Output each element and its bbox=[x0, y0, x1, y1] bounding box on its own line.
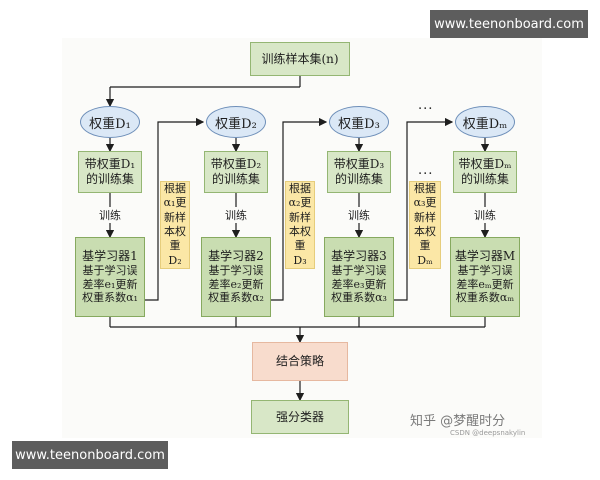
weighted-set-line: 带权重D₂ bbox=[210, 157, 262, 171]
learner-line: 权重系数αₘ bbox=[455, 291, 515, 305]
weight-d1-ellipse: 权重D₁ bbox=[80, 106, 140, 138]
weighted-set-line: 带权重D₃ bbox=[333, 157, 385, 171]
weight-dm-ellipse: 权重Dₘ bbox=[455, 106, 515, 138]
zhihu-credit: 知乎 @梦醒时分 bbox=[410, 414, 506, 429]
loop-3-to-m bbox=[394, 117, 454, 301]
base-learner-3: 基学习器3 基于学习误 差率e₃更新 权重系数α₃ bbox=[324, 237, 394, 317]
weighted-set-line: 的训练集 bbox=[211, 172, 260, 186]
train-label: 训练 bbox=[339, 207, 379, 223]
base-learner-2: 基学习器2 基于学习误 差率e₂更新 权重系数α₂ bbox=[201, 237, 271, 317]
learner-line: 基于学习误 bbox=[457, 263, 513, 277]
base-learner-m: 基学习器M 基于学习误 差率eₘ更新 权重系数αₘ bbox=[450, 237, 520, 317]
note-line: 新样 bbox=[289, 210, 311, 224]
note-line: 本权 bbox=[414, 225, 436, 238]
loop-1-to-2 bbox=[145, 117, 205, 301]
weighted-set-line: 的训练集 bbox=[334, 172, 383, 186]
weighted-set-line: 带权重Dₘ bbox=[458, 157, 512, 171]
weighted-set-1: 带权重D₁ 的训练集 bbox=[78, 151, 142, 193]
weighted-set-3: 带权重D₃ 的训练集 bbox=[327, 151, 391, 193]
weighted-set-line: 的训练集 bbox=[460, 172, 509, 186]
learner-line: 权重系数α₂ bbox=[208, 291, 264, 305]
train-label: 训练 bbox=[90, 207, 130, 223]
loop-2-to-3 bbox=[271, 117, 328, 301]
combine-strategy-box: 结合策略 bbox=[252, 342, 348, 381]
note-line: 新样 bbox=[414, 210, 436, 224]
update-note-1: 根据 α₁更 新样 本权 重D₂ bbox=[160, 181, 190, 269]
learner-line: 差率e₂更新 bbox=[208, 277, 264, 291]
training-set-box: 训练样本集(n) bbox=[250, 42, 350, 76]
update-note-2: 根据 α₂更 新样 本权 重D₃ bbox=[285, 181, 315, 269]
learner-line: 基于学习误 bbox=[82, 263, 138, 277]
note-line: 重D₂ bbox=[168, 239, 182, 267]
update-note-3: 根据 α₃更 新样 本权 重Dₘ bbox=[409, 181, 441, 269]
learner-line: 差率e₃更新 bbox=[331, 277, 387, 291]
weighted-set-2: 带权重D₂ 的训练集 bbox=[204, 151, 268, 193]
learner-title: 基学习器2 bbox=[208, 248, 264, 263]
note-line: 根据 bbox=[164, 182, 186, 196]
weight-d2-ellipse: 权重D₂ bbox=[206, 106, 266, 138]
note-line: 本权 bbox=[289, 225, 311, 238]
learner-line: 基于学习误 bbox=[208, 263, 264, 277]
note-line: 根据 bbox=[414, 182, 436, 196]
ellipsis-mark: ... bbox=[418, 163, 434, 178]
train-label: 训练 bbox=[465, 207, 505, 223]
note-line: 本权 bbox=[164, 225, 186, 238]
train-label: 训练 bbox=[216, 207, 256, 223]
weighted-set-m: 带权重Dₘ 的训练集 bbox=[453, 151, 517, 193]
base-learner-1: 基学习器1 基于学习误 差率e₁更新 权重系数α₁ bbox=[75, 237, 145, 317]
learner-title: 基学习器M bbox=[454, 248, 516, 263]
note-line: 重D₃ bbox=[293, 239, 307, 267]
learner-line: 权重系数α₁ bbox=[82, 291, 138, 305]
weighted-set-line: 的训练集 bbox=[85, 172, 134, 186]
weight-d3-ellipse: 权重D₃ bbox=[329, 106, 389, 138]
csdn-credit: CSDN @deepsnakylin bbox=[450, 429, 526, 437]
strong-classifier-box: 强分类器 bbox=[251, 400, 349, 434]
weighted-set-line: 带权重D₁ bbox=[84, 157, 136, 171]
learner-title: 基学习器1 bbox=[82, 248, 138, 263]
learner-line: 权重系数α₃ bbox=[331, 291, 387, 305]
note-line: α₁更 bbox=[163, 196, 187, 210]
learner-line: 差率e₁更新 bbox=[82, 277, 138, 291]
note-line: α₃更 bbox=[413, 196, 437, 210]
note-line: 新样 bbox=[164, 210, 186, 224]
note-line: 根据 bbox=[289, 182, 311, 196]
watermark-bottom-left: www.teenonboard.com bbox=[12, 441, 168, 469]
note-line: 重Dₘ bbox=[417, 239, 433, 267]
learner-title: 基学习器3 bbox=[331, 248, 387, 263]
learner-line: 基于学习误 bbox=[331, 263, 387, 277]
ellipsis-mark: ... bbox=[418, 98, 434, 113]
watermark-top-right: www.teenonboard.com bbox=[430, 10, 588, 38]
note-line: α₂更 bbox=[288, 196, 312, 210]
learner-line: 差率eₘ更新 bbox=[456, 277, 514, 291]
